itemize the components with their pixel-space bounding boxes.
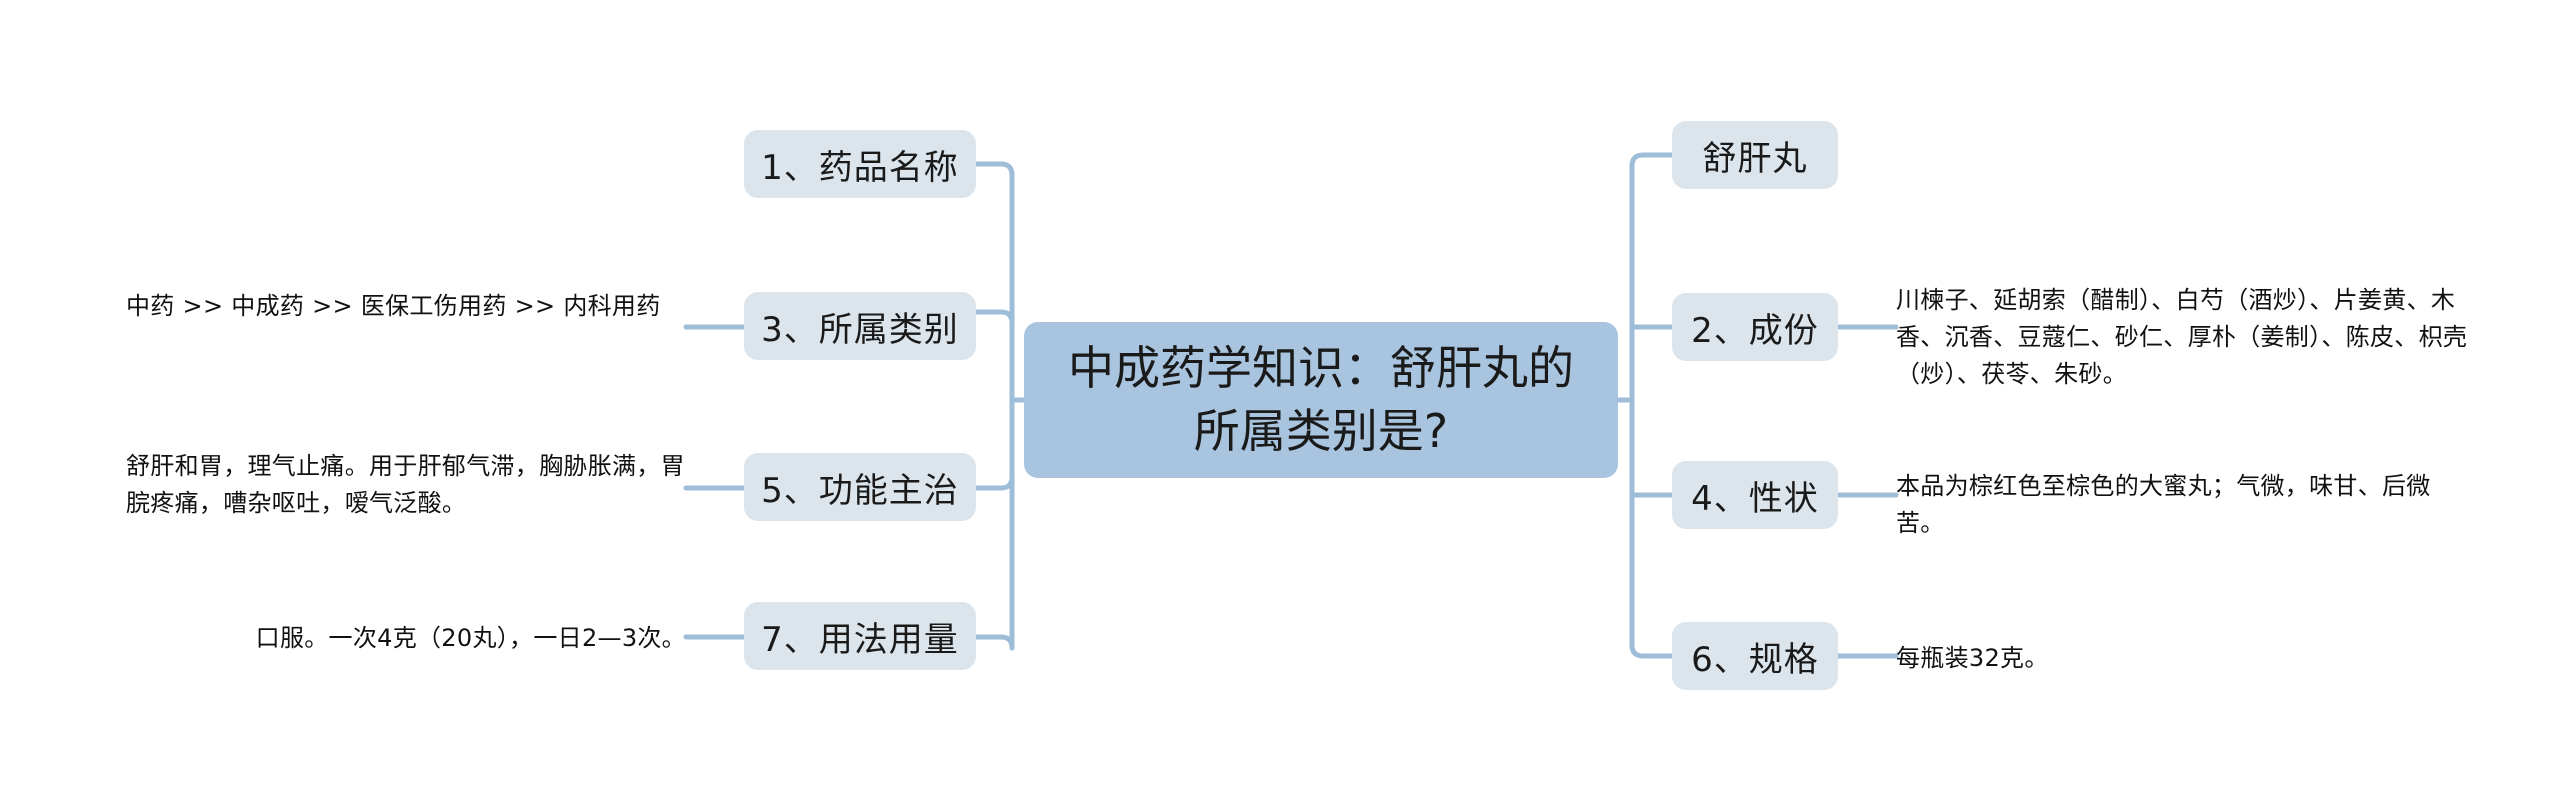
left-elbow-3	[972, 474, 1015, 491]
node-left-2[interactable]: 3、所属类别	[744, 292, 976, 360]
leaf-text-left-2: 中药 >> 中成药 >> 医保工伤用药 >> 内科用药	[126, 292, 661, 320]
leaf-text-right-2: 川楝子、延胡索（醋制）、白芍（酒炒）、片姜黄、木香、沉香、豆蔻仁、砂仁、厚朴（姜…	[1896, 286, 2468, 389]
right-elbow-1	[1629, 152, 1675, 169]
leaf-text-right-4: 每瓶装32克。	[1896, 644, 2049, 672]
left-elbow-1	[972, 161, 1015, 178]
node-right-2-label: 2、成份	[1691, 310, 1819, 351]
leaf-text-left-4: 口服。一次4克（20丸），一日2—3次。	[255, 624, 686, 652]
node-right-4-label: 6、规格	[1691, 639, 1819, 680]
left-elbow-4	[972, 634, 1015, 651]
node-right-3[interactable]: 4、性状	[1672, 461, 1838, 529]
node-left-4-label: 7、用法用量	[761, 619, 959, 660]
node-right-1-label: 舒肝丸	[1702, 138, 1808, 179]
center-node-label: 中成药学知识：舒肝丸的所属类别是?	[1068, 340, 1574, 458]
right-elbow-4	[1629, 642, 1675, 659]
node-left-1-label: 1、药品名称	[761, 147, 959, 188]
center-node[interactable]: 中成药学知识：舒肝丸的所属类别是?	[1024, 322, 1618, 478]
node-left-1[interactable]: 1、药品名称	[744, 130, 976, 198]
leaf-text-left-3: 舒肝和胃，理气止痛。用于肝郁气滞，胸胁胀满，胃脘疼痛，嘈杂呕吐，嗳气泛酸。	[126, 452, 685, 518]
node-left-4[interactable]: 7、用法用量	[744, 602, 976, 670]
node-right-3-label: 4、性状	[1691, 478, 1819, 519]
node-right-2[interactable]: 2、成份	[1672, 293, 1838, 361]
node-left-3-label: 5、功能主治	[761, 470, 959, 511]
node-right-1[interactable]: 舒肝丸	[1672, 121, 1838, 189]
leaf-text-right-3: 本品为棕红色至棕色的大蜜丸；气微，味甘、后微苦。	[1896, 472, 2431, 538]
node-right-4[interactable]: 6、规格	[1672, 622, 1838, 690]
node-left-3[interactable]: 5、功能主治	[744, 453, 976, 521]
node-left-2-label: 3、所属类别	[761, 309, 959, 350]
left-elbow-2	[972, 309, 1015, 326]
